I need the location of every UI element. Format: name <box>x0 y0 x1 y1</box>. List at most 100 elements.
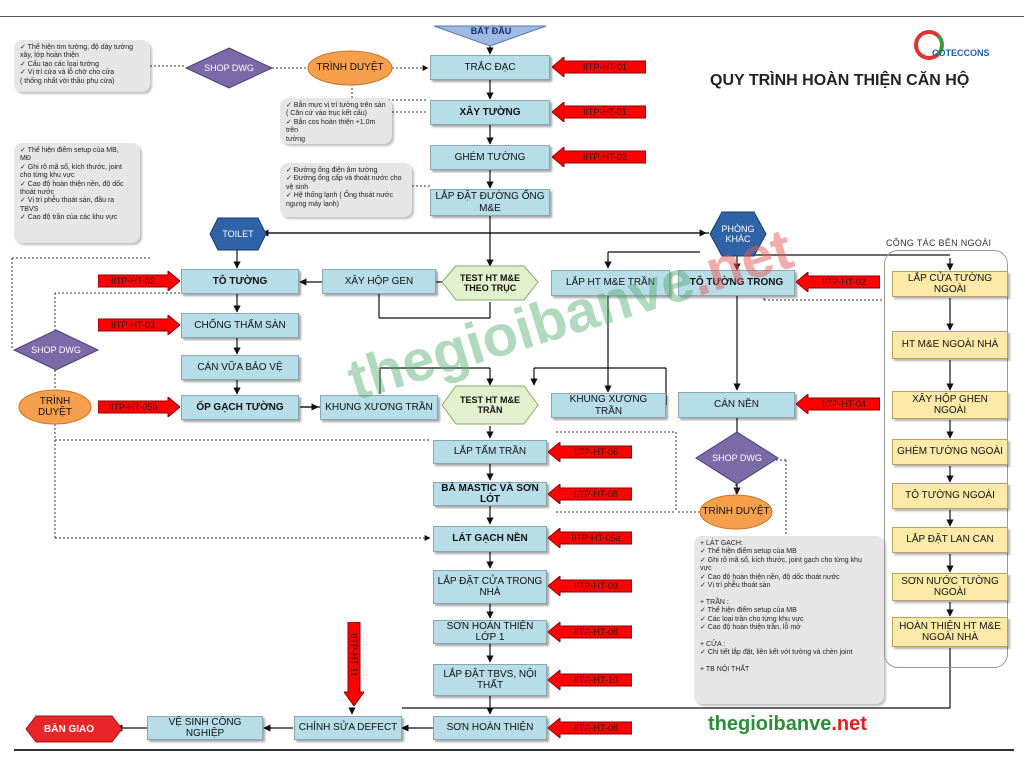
tag-label: IITP-HT-02 <box>110 276 155 286</box>
step-trac-dac: TRẮC ĐẠC <box>430 55 550 80</box>
tag-label: IITP-HT-03 <box>110 320 155 330</box>
phong-khac-label: PHÒNG KHÁC <box>721 223 755 244</box>
logo-text: COTECCONS <box>932 48 990 58</box>
note-trac-dac: ✓ Bắn mực vị trí tường trên sàn ( Căn cứ… <box>280 98 392 144</box>
external-step: LẮP CỬA TƯỜNG NGOÀI <box>892 271 1008 297</box>
tag-arrow-icon <box>548 528 632 548</box>
logo-ring-icon <box>914 30 944 60</box>
step-lap-dat-cua: LẮP ĐẶT CỬA TRONG NHÀ <box>433 570 547 604</box>
tag-arrow-icon <box>552 147 646 167</box>
shop-dwg-diamond-1 <box>184 47 274 89</box>
tag-label: IITP-HT-09 <box>573 581 618 591</box>
shop-dwg-diamond-2 <box>12 329 100 371</box>
test-2-hexagon <box>441 385 539 425</box>
step-son-hoan-thien-1: SƠN HOÀN THIỆN LỚP 1 <box>433 620 547 644</box>
tag-label: IITP-HT-04 <box>821 399 866 409</box>
handover-shape <box>25 715 123 743</box>
test-1-label: TEST HT M&E THEO TRỤC <box>460 272 520 293</box>
tag-arrow-vertical-icon <box>344 622 364 706</box>
test-2-label: TEST HT M&E TRẦN <box>460 394 520 415</box>
start-shape <box>433 25 547 47</box>
trinh-duyet-oval-3 <box>699 494 773 530</box>
tag-arrow-icon <box>796 272 880 292</box>
step-ghem-tuong: GHÉM TƯỜNG <box>430 145 550 170</box>
external-step: SƠN NƯỚC TƯỜNG NGOÀI <box>892 573 1008 601</box>
tag-label: IITP-HT-01 <box>582 107 627 117</box>
step-op-gach: ỐP GẠCH TƯỜNG <box>181 395 299 420</box>
step-lap-dat-tbvs: LẮP ĐẶT TBVS, NỘI THẤT <box>433 664 547 696</box>
tag-label: IITP-HT-08 <box>573 627 618 637</box>
tag-arrow-icon <box>548 484 632 504</box>
coteccons-logo: COTECCONS <box>912 30 994 64</box>
tag-arrow-icon <box>548 718 632 738</box>
tag-arrow-icon <box>548 622 632 642</box>
tag-label: IITP-HT-08 <box>573 489 618 499</box>
step-xay-hop-gen: XÂY HỘP GEN <box>322 269 436 294</box>
shop-dwg-diamond-3 <box>695 431 779 485</box>
tag-arrow-icon <box>796 394 880 414</box>
external-step: LẮP ĐẶT LAN CAN <box>892 527 1008 553</box>
tag-label: IITP-HT-02 <box>821 277 866 287</box>
step-khung-xuong-tran-2: KHUNG XƯƠNG TRẦN <box>551 393 666 418</box>
shop-dwg-label-1: SHOP DWG <box>204 62 254 73</box>
step-ba-mastic: BẢ MASTIC VÀ SƠN LÓT <box>433 482 547 506</box>
external-step: XÂY HỘP GHEN NGOÀI <box>892 391 1008 419</box>
bottom-rule <box>14 749 1014 751</box>
trinh-duyet-label-3: TRÌNH DUYỆT <box>702 506 770 518</box>
step-lat-gach-nen: LÁT GẠCH NỀN <box>433 526 547 552</box>
trinh-duyet-label-1: TRÌNH DUYỆT <box>316 62 384 74</box>
shop-dwg-label-3: SHOP DWG <box>712 452 762 463</box>
note-shop-dwg-living: + LÁT GẠCH: ✓ Thể hiện điểm setup của MB… <box>694 536 884 704</box>
brand-text: thegioibanve.net <box>708 713 867 735</box>
note-m-and-e: ✓ Đường ống điện âm tường ✓ Đường ống cấ… <box>280 163 412 217</box>
tag-label: IITP-HT-05a <box>571 533 621 543</box>
tag-label: IITP-HT-01 <box>582 62 627 72</box>
step-khung-xuong-tran-1: KHUNG XƯƠNG TRẦN <box>320 395 438 420</box>
tag-label: IITP-HT-02 <box>582 152 627 162</box>
test-1-hexagon <box>441 265 539 301</box>
step-lap-dat-ong: LẮP ĐẶT ĐƯỜNG ỐNG M&E <box>430 189 550 216</box>
tag-label-vertical: IITP-HT-11 <box>349 633 359 677</box>
external-step: GHÉM TƯỜNG NGOÀI <box>892 439 1008 465</box>
tag-arrow-icon <box>548 670 632 690</box>
trinh-duyet-oval-1 <box>307 50 393 86</box>
trinh-duyet-label-2: TRÌNH DUYỆT <box>38 395 72 419</box>
step-can-vua: CÁN VỮA BẢO VỆ <box>181 355 299 380</box>
phong-khac-hexagon <box>709 211 767 257</box>
note-shop-dwg-toilet: ✓ Thể hiện điểm setup của MB, MĐ ✓ Ghi r… <box>14 143 140 243</box>
tag-arrow-icon <box>552 57 646 77</box>
handover-label: BÀN GIAO <box>44 723 94 735</box>
tag-label: IITP-HT-08 <box>573 723 618 733</box>
external-step: TÔ TƯỜNG NGOÀI <box>892 483 1008 509</box>
shop-dwg-label-2: SHOP DWG <box>31 344 81 355</box>
step-chong-tham: CHỐNG THẤM SÀN <box>181 313 299 338</box>
page-title: QUY TRÌNH HOÀN THIỆN CĂN HỘ <box>710 72 970 89</box>
note-shop-dwg-1: ✓ Thể hiện tim tường, độ dày tường xây, … <box>14 40 150 92</box>
toilet-label: TOILET <box>222 228 254 239</box>
trinh-duyet-oval-2 <box>18 389 92 425</box>
step-xay-tuong: XÂY TƯỜNG <box>430 100 550 125</box>
step-chinh-sua-defect: CHỈNH SỬA DEFECT <box>294 716 402 740</box>
tag-arrow-icon <box>548 442 632 462</box>
tag-arrow-icon <box>98 271 180 291</box>
step-can-nen: CÁN NỀN <box>678 392 795 418</box>
external-step: HT M&E NGOÀI NHÀ <box>892 331 1008 359</box>
start-label: BẮT ĐẦU <box>470 26 512 36</box>
tag-arrow-icon <box>552 102 646 122</box>
tag-label: IITP-HT-06 <box>573 447 618 457</box>
step-son-hoan-thien: SƠN HOÀN THIỆN <box>433 716 547 740</box>
step-to-tuong: TÔ TƯỜNG <box>181 269 299 294</box>
tag-arrow-icon <box>98 397 180 417</box>
toilet-hexagon <box>209 217 267 251</box>
tag-arrow-icon <box>548 576 632 596</box>
tag-label: IITP-HT-10 <box>573 675 618 685</box>
step-lap-tam-tran: LẮP TẤM TRẦN <box>433 440 547 464</box>
external-step: HOÀN THIỆN HT M&E NGOÀI NHÀ <box>892 617 1008 647</box>
step-to-tuong-trong: TÔ TƯỜNG TRONG <box>678 270 795 296</box>
top-rule <box>0 16 1024 17</box>
external-header: CÔNG TÁC BÊN NGOÀI <box>886 238 992 248</box>
step-lap-ht-me-tran: LẮP HT M&E TRẦN <box>551 270 670 296</box>
step-ve-sinh: VỆ SINH CÔNG NGHIỆP <box>147 716 263 740</box>
